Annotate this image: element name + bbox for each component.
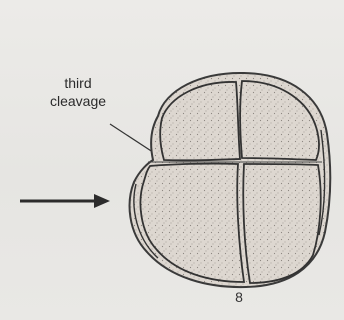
callout-line-2: cleavage [34, 92, 122, 110]
figure-number: 8 [232, 289, 246, 305]
blastomere-bottom-left [140, 164, 244, 282]
blastomere-top-right [240, 81, 319, 160]
callout-line-1: third [34, 74, 122, 92]
callout-label: third cleavage [34, 74, 122, 110]
arrow-indicator [20, 194, 110, 208]
blastomere-bottom-right [243, 164, 320, 283]
